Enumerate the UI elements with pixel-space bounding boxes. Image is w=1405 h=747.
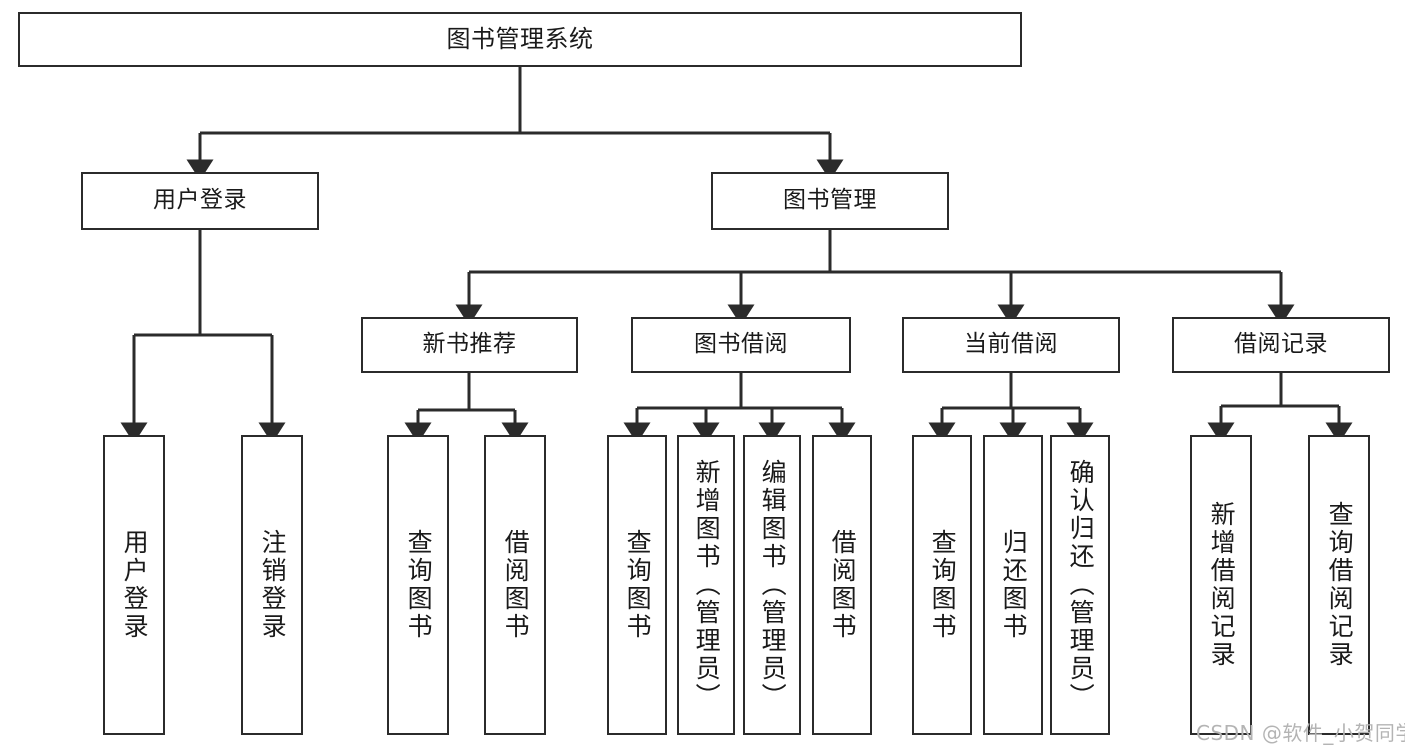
leaf-label: 查询图书 xyxy=(928,529,958,641)
leaf-label: 新增图书（管理员） xyxy=(692,459,722,711)
node-book-management-label: 图书管理 xyxy=(783,187,877,214)
node-book-borrow[interactable]: 图书借阅 xyxy=(631,317,851,373)
leaf-label: 借阅图书 xyxy=(501,529,531,641)
node-root-system[interactable]: 图书管理系统 xyxy=(18,12,1022,67)
node-user-login-label: 用户登录 xyxy=(153,187,247,214)
leaf-node[interactable]: 编辑图书（管理员） xyxy=(743,435,801,735)
leaf-node[interactable]: 借阅图书 xyxy=(812,435,872,735)
leaf-label: 查询借阅记录 xyxy=(1325,501,1355,669)
node-root-label: 图书管理系统 xyxy=(446,25,594,54)
leaf-label: 新增借阅记录 xyxy=(1207,501,1237,669)
node-new-book-recommend-label: 新书推荐 xyxy=(422,331,517,358)
node-user-login[interactable]: 用户登录 xyxy=(81,172,319,230)
leaf-node[interactable]: 归还图书 xyxy=(983,435,1043,735)
leaf-node[interactable]: 用户登录 xyxy=(103,435,165,735)
leaf-node[interactable]: 注销登录 xyxy=(241,435,303,735)
leaf-node[interactable]: 查询借阅记录 xyxy=(1308,435,1370,735)
leaf-node[interactable]: 确认归还（管理员） xyxy=(1050,435,1110,735)
leaf-node[interactable]: 查询图书 xyxy=(912,435,972,735)
leaf-label: 归还图书 xyxy=(999,529,1029,641)
leaf-node[interactable]: 查询图书 xyxy=(607,435,667,735)
leaf-node[interactable]: 查询图书 xyxy=(387,435,449,735)
csdn-watermark: CSDN @软件_小贺同学 xyxy=(1196,721,1405,745)
leaf-label: 借阅图书 xyxy=(828,529,858,641)
leaf-label: 查询图书 xyxy=(404,529,434,641)
leaf-label: 用户登录 xyxy=(120,529,150,641)
node-book-management[interactable]: 图书管理 xyxy=(711,172,949,230)
leaf-label: 注销登录 xyxy=(258,529,288,641)
node-borrow-record[interactable]: 借阅记录 xyxy=(1172,317,1390,373)
node-current-borrow[interactable]: 当前借阅 xyxy=(902,317,1120,373)
leaf-node[interactable]: 新增借阅记录 xyxy=(1190,435,1252,735)
node-current-borrow-label: 当前借阅 xyxy=(964,331,1058,358)
leaf-node[interactable]: 借阅图书 xyxy=(484,435,546,735)
node-borrow-record-label: 借阅记录 xyxy=(1234,331,1328,358)
node-new-book-recommend[interactable]: 新书推荐 xyxy=(361,317,578,373)
leaf-label: 查询图书 xyxy=(623,529,653,641)
node-book-borrow-label: 图书借阅 xyxy=(694,331,788,358)
leaf-label: 编辑图书（管理员） xyxy=(758,459,788,711)
leaf-node[interactable]: 新增图书（管理员） xyxy=(677,435,735,735)
leaf-label: 确认归还（管理员） xyxy=(1066,459,1096,711)
